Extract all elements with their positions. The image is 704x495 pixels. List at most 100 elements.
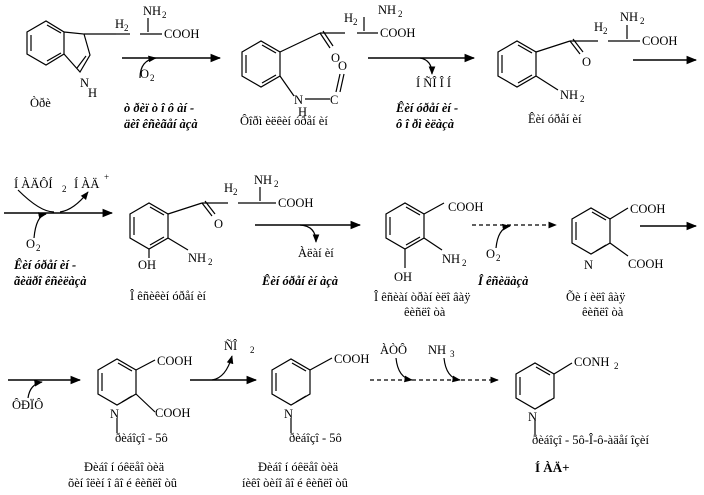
trp-cooh-label: COOH (164, 27, 199, 41)
nicotinate-ribonucleotide-structure: COOH N ðèáîçî - 5ô Ðèáî í óêëåî òèä íèêî… (242, 352, 369, 490)
trp-h2-label: H (115, 17, 124, 31)
r6-prpp-label: ÔÐÏÔ (12, 398, 43, 412)
reaction-4: Àëàí èí Êèí óðåí èí àçà (255, 220, 362, 288)
haa-nh2-subscript: 2 (462, 258, 467, 268)
hydroxykynurenine-structure: O H 2 NH 2 COOH NH 2 OH Î êñèêèí óðåí èí (129, 173, 313, 303)
haa-nh2-label: NH (442, 252, 460, 266)
trp-nh2-label: NH (143, 4, 161, 18)
r3-nadph-subscript: 2 (62, 184, 67, 194)
kyn-anh2-label: NH (560, 88, 578, 102)
r3-nadph-label: Í ÀÄÔÍ (14, 177, 53, 191)
nad-conh2-label: CONH (574, 355, 609, 369)
nad-structure: CONH 2 N ðèáîçî - 5ô-Î-ô-àäåí îçèí Í ÀÄ+ (515, 355, 649, 475)
reaction-6: ÔÐÏÔ (8, 375, 82, 412)
nmnn-ribose-label: ðèáîçî - 5ô (289, 431, 342, 445)
fk-c-label: C (330, 93, 338, 107)
fk-cooh-label: COOH (380, 26, 415, 40)
hk-o-label: O (214, 217, 223, 231)
r5-o2-label: O (486, 247, 495, 261)
reaction-2: Í ÑÎ Î Í Êèí óðåí èí - ô î ðì èëàçà (368, 53, 476, 131)
nmnq-ribose-label: ðèáîçî - 5ô (115, 431, 168, 445)
qa-name-line2: êèñëî òà (582, 305, 624, 319)
r2-formate-label: Í ÑÎ Î Í (416, 76, 451, 90)
r8-nh3-label: NH (428, 343, 446, 357)
trp-h2-subscript: 2 (124, 23, 129, 33)
tryptophan-structure: H 2 NH 2 COOH N H Òðè (26, 4, 199, 110)
nmnn-name-line1: Ðèáî í óêëåî òèä (258, 460, 339, 474)
r5-o2-subscript: 2 (496, 253, 501, 263)
reaction-5: O 2 Î êñèäàçà (472, 221, 557, 288)
nad-conh2-subscript: 2 (614, 361, 619, 371)
nmnn-name-line2: íèêî òèíî âî é êèñëî òû (242, 476, 349, 490)
nad-n-label: N (528, 410, 537, 424)
reaction-8: ÀÒÔ NH 3 (370, 343, 499, 384)
nmnn-n-label: N (284, 407, 293, 421)
nmnn-cooh-label: COOH (334, 352, 369, 366)
nmnq-n-label: N (110, 407, 119, 421)
haa-cooh-label: COOH (448, 200, 483, 214)
hk-nh2-label: NH (254, 173, 272, 187)
r7-co2-subscript: 2 (250, 345, 255, 355)
reaction-3: Í ÀÄÔÍ 2 Í ÀÄ + O 2 Êèí óðåí èí - ãèäðî … (4, 172, 114, 288)
nmnq-cooh2-label: COOH (155, 406, 190, 420)
qa-n-label: N (584, 258, 593, 272)
r5-enzyme: Î êñèäàçà (477, 274, 528, 288)
reaction-7: ÑÎ 2 (190, 339, 258, 385)
quinolinic-acid-structure: COOH COOH N Õè í èëî âàÿ êèñëî òà (566, 202, 665, 319)
r3-nadp-superscript: + (104, 172, 109, 182)
trp-nh-label: N (80, 76, 89, 90)
nmnq-cooh1-label: COOH (157, 354, 192, 368)
r1-o2-subscript: 2 (150, 73, 155, 83)
kyn-name: Êèí óðåí èí (528, 112, 582, 126)
hk-name: Î êñèêèí óðåí èí (130, 289, 207, 303)
kyn-h2-label: H (594, 20, 603, 34)
r3-o2-label: O (26, 237, 35, 251)
kyn-o-label: O (582, 55, 591, 69)
hk-h2-label: H (224, 181, 233, 195)
fk-h2-label: H (344, 11, 353, 25)
haa-name-line1: Î êñèàí òðàí èëî âàÿ (374, 290, 471, 304)
hydroxyanthranilic-acid-structure: COOH NH 2 OH Î êñèàí òðàí èëî âàÿ êèñëî … (374, 200, 483, 319)
r8-nh3-subscript: 3 (450, 349, 455, 359)
fk-h-label: H (298, 105, 307, 119)
fk-nh2-label: NH (378, 3, 396, 17)
fk-nh2-subscript: 2 (398, 9, 403, 19)
qa-cooh1-label: COOH (630, 202, 665, 216)
haa-name-line2: êèñëî òà (404, 305, 446, 319)
kyn-anh2-subscript: 2 (580, 94, 585, 104)
kynurenine-structure: O H 2 NH 2 COOH NH 2 Êèí óðåí èí (497, 10, 677, 126)
r1-enzyme-line2: äèî êñèãåí àçà (124, 117, 198, 131)
hk-h2-subscript: 2 (233, 187, 238, 197)
r8-atp-label: ÀÒÔ (380, 343, 407, 357)
r2-enzyme-line2: ô î ðì èëàçà (396, 117, 454, 131)
fk-n-label: N (294, 93, 303, 107)
nad-name: Í ÀÄ+ (535, 460, 570, 475)
nad-ribose-label: ðèáîçî - 5ô-Î-ô-àäåí îçèí (532, 433, 649, 447)
fk-name: Ôîðì èëêèí óðåí èí (240, 114, 328, 128)
r7-co2-label: ÑÎ (224, 339, 238, 353)
r3-enzyme-line1: Êèí óðåí èí - (13, 258, 76, 272)
kyn-cooh-label: COOH (642, 34, 677, 48)
qa-name-line1: Õè í èëî âàÿ (566, 290, 626, 304)
trp-name: Òðè (30, 96, 51, 110)
nmnq-name-line2: õèí îëèí î âî é êèñëî òû (68, 476, 178, 490)
hk-oh-label: OH (138, 258, 156, 272)
r1-o2-label: O (140, 67, 149, 81)
fk-ketone-o-label: O (331, 51, 340, 65)
quinolinate-ribonucleotide-structure: COOH COOH N ðèáîçî - 5ô Ðèáî í óêëåî òèä… (68, 354, 192, 490)
r1-enzyme-line1: ò ðèï ò î ô àí - (124, 101, 194, 115)
qa-cooh2-label: COOH (628, 257, 663, 271)
kyn-nh2-label: NH (620, 10, 638, 24)
hk-cooh-label: COOH (278, 196, 313, 210)
r3-enzyme-line2: ãèäðî êñèëàçà (14, 274, 87, 288)
r3-nadp-label: Í ÀÄ (74, 177, 99, 191)
fk-h2-subscript: 2 (353, 17, 358, 27)
hk-nh2-subscript: 2 (274, 179, 279, 189)
trp-nh2-subscript: 2 (162, 10, 167, 20)
hk-anh2-label: NH (188, 251, 206, 265)
nmnq-name-line1: Ðèáî í óêëåî òèä (84, 460, 165, 474)
fk-aldehyde-o-label: O (338, 59, 347, 73)
r3-o2-subscript: 2 (36, 243, 41, 253)
r4-enzyme: Êèí óðåí èí àçà (261, 274, 338, 288)
